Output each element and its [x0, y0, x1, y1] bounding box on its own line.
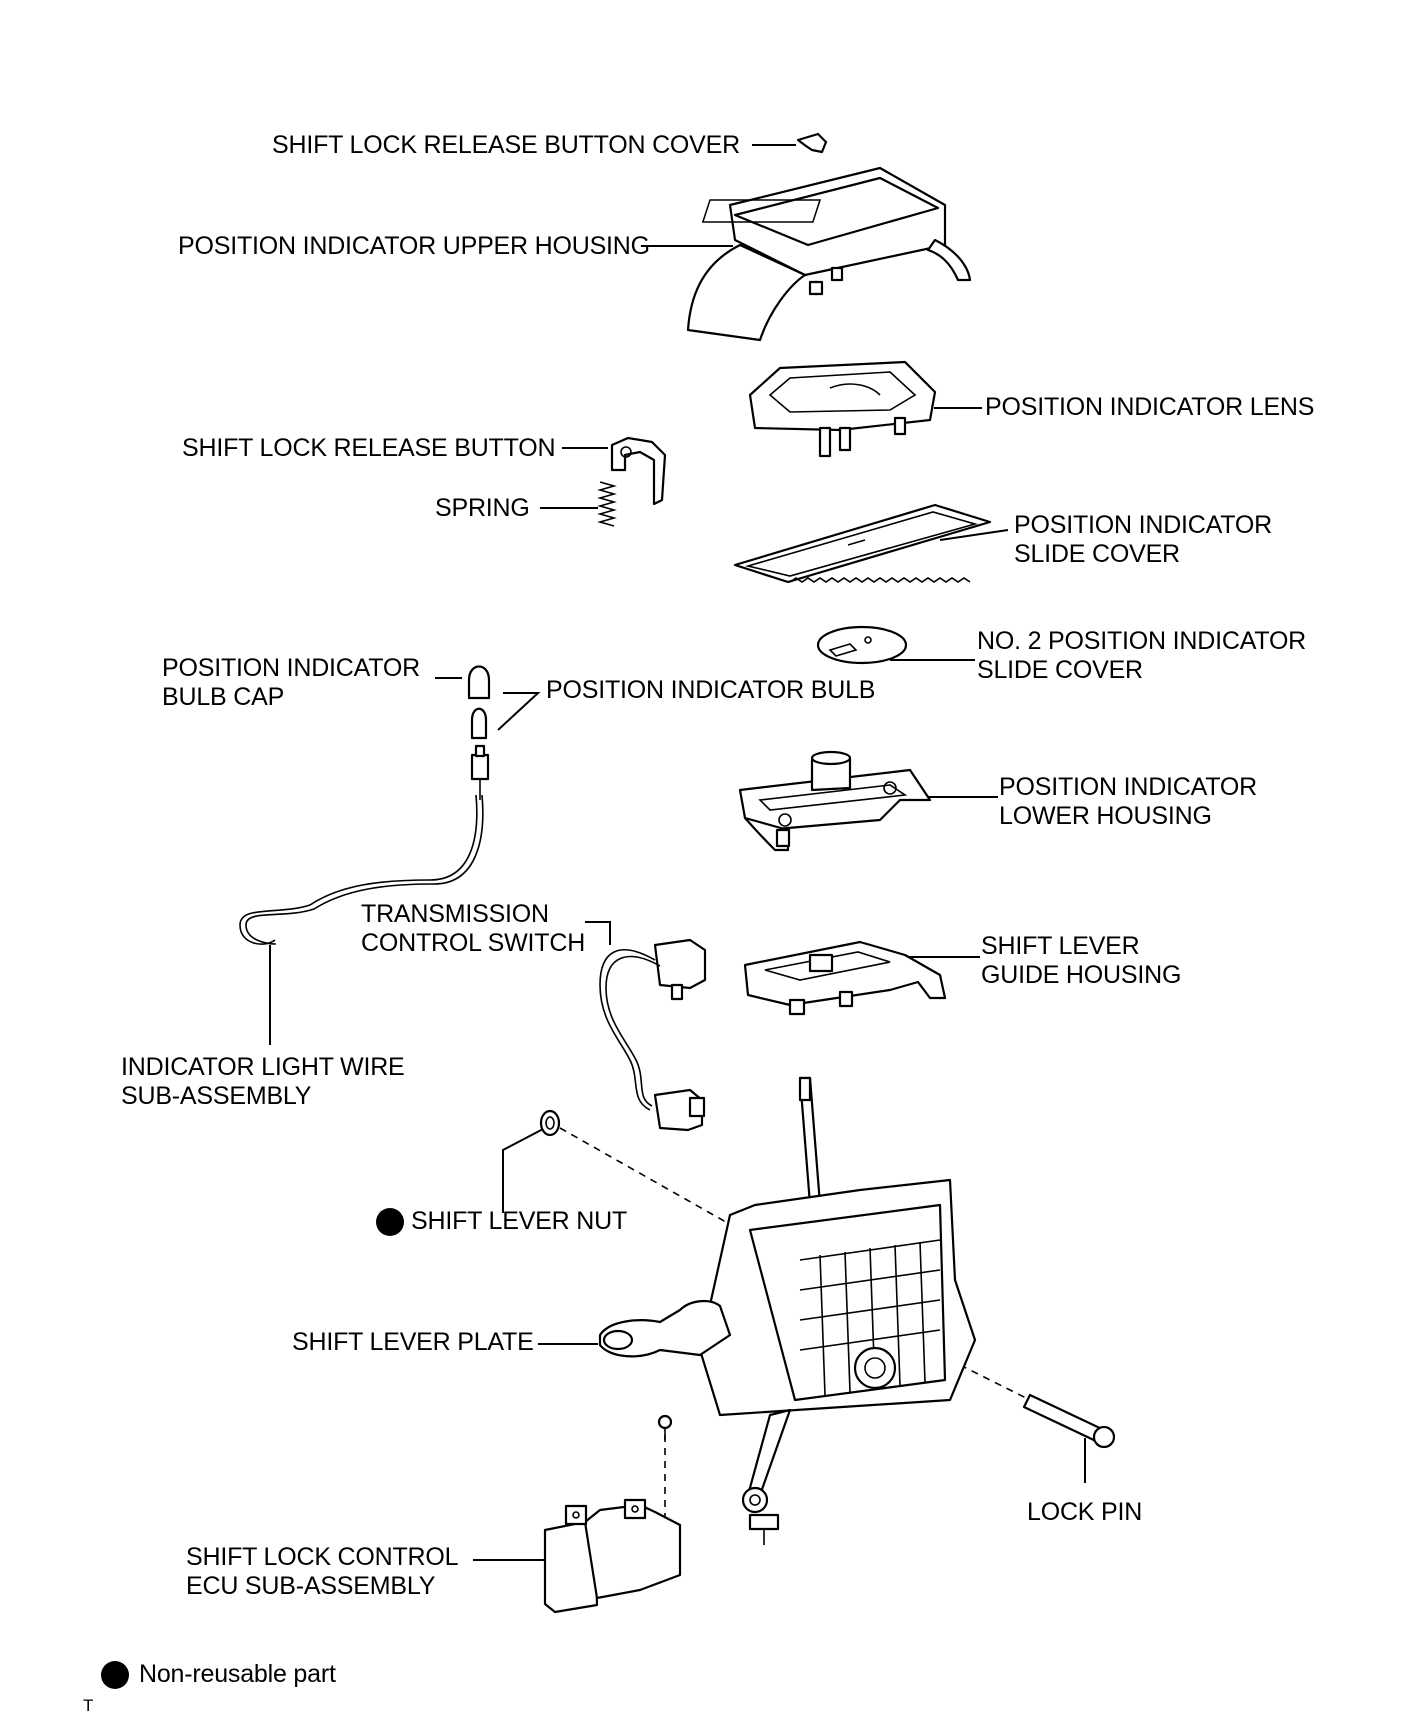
label-position-indicator-lower-housing: POSITION INDICATOR LOWER HOUSING: [999, 773, 1257, 830]
label-transmission-control-switch: TRANSMISSION CONTROL SWITCH: [361, 900, 586, 957]
shift-lock-control-ecu-drawing: [543, 1498, 682, 1614]
spring-drawing: [597, 481, 617, 527]
position-indicator-lens-drawing: [748, 360, 937, 458]
position-indicator-slide-cover-drawing: [733, 503, 992, 584]
leader-lines: [269, 144, 1086, 1561]
label-no2-position-indicator-slide-cover: NO. 2 POSITION INDICATOR SLIDE COVER: [977, 627, 1307, 684]
shift-lock-release-button-drawing: [610, 436, 667, 506]
transmission-control-switch-drawing: [599, 938, 707, 1132]
label-position-indicator-bulb-cap: POSITION INDICATOR BULB CAP: [162, 654, 420, 711]
shift-lock-release-button-cover-drawing: [796, 132, 828, 154]
label-shift-lock-release-button: SHIFT LOCK RELEASE BUTTON: [182, 434, 556, 462]
shift-lever-plate-drawing: [598, 1076, 977, 1545]
label-position-indicator-lens: POSITION INDICATOR LENS: [985, 393, 1315, 421]
dashed-assembly-lines: [559, 1127, 1031, 1520]
label-indicator-light-wire-sub-assembly: INDICATOR LIGHT WIRE SUB-ASSEMBLY: [121, 1053, 405, 1110]
bulb-drawing: [470, 707, 488, 740]
label-position-indicator-slide-cover: POSITION INDICATOR SLIDE COVER: [1014, 511, 1272, 568]
label-shift-lock-release-button-cover: SHIFT LOCK RELEASE BUTTON COVER: [272, 131, 740, 159]
indicator-light-wire-drawing: [239, 744, 490, 945]
bulb-cap-drawing: [467, 665, 491, 700]
no2-position-indicator-slide-cover-drawing: [816, 625, 908, 665]
non-reusable-marker-nut: [376, 1208, 404, 1236]
position-indicator-upper-housing-drawing: [686, 166, 972, 342]
label-position-indicator-bulb: POSITION INDICATOR BULB: [546, 676, 876, 704]
shift-lever-guide-housing-drawing: [743, 940, 947, 1016]
label-lock-pin: LOCK PIN: [1027, 1498, 1143, 1526]
legend-non-reusable-part: Non-reusable part: [139, 1660, 336, 1688]
label-position-indicator-upper-housing: POSITION INDICATOR UPPER HOUSING: [178, 232, 650, 260]
label-shift-lever-plate: SHIFT LEVER PLATE: [292, 1328, 534, 1356]
label-spring: SPRING: [435, 494, 530, 522]
label-shift-lever-guide-housing: SHIFT LEVER GUIDE HOUSING: [981, 932, 1182, 989]
label-shift-lock-control-ecu-sub-assembly: SHIFT LOCK CONTROL ECU SUB-ASSEMBLY: [186, 1543, 459, 1600]
footer-code: T: [83, 1696, 94, 1715]
legend-non-reusable-marker: [101, 1661, 129, 1689]
shift-lever-nut-drawing: [539, 1109, 561, 1137]
label-shift-lever-nut: SHIFT LEVER NUT: [411, 1207, 628, 1235]
position-indicator-lower-housing-drawing: [738, 750, 932, 852]
ecu-screw-drawing: [657, 1414, 673, 1440]
lock-pin-drawing: [1022, 1393, 1116, 1449]
